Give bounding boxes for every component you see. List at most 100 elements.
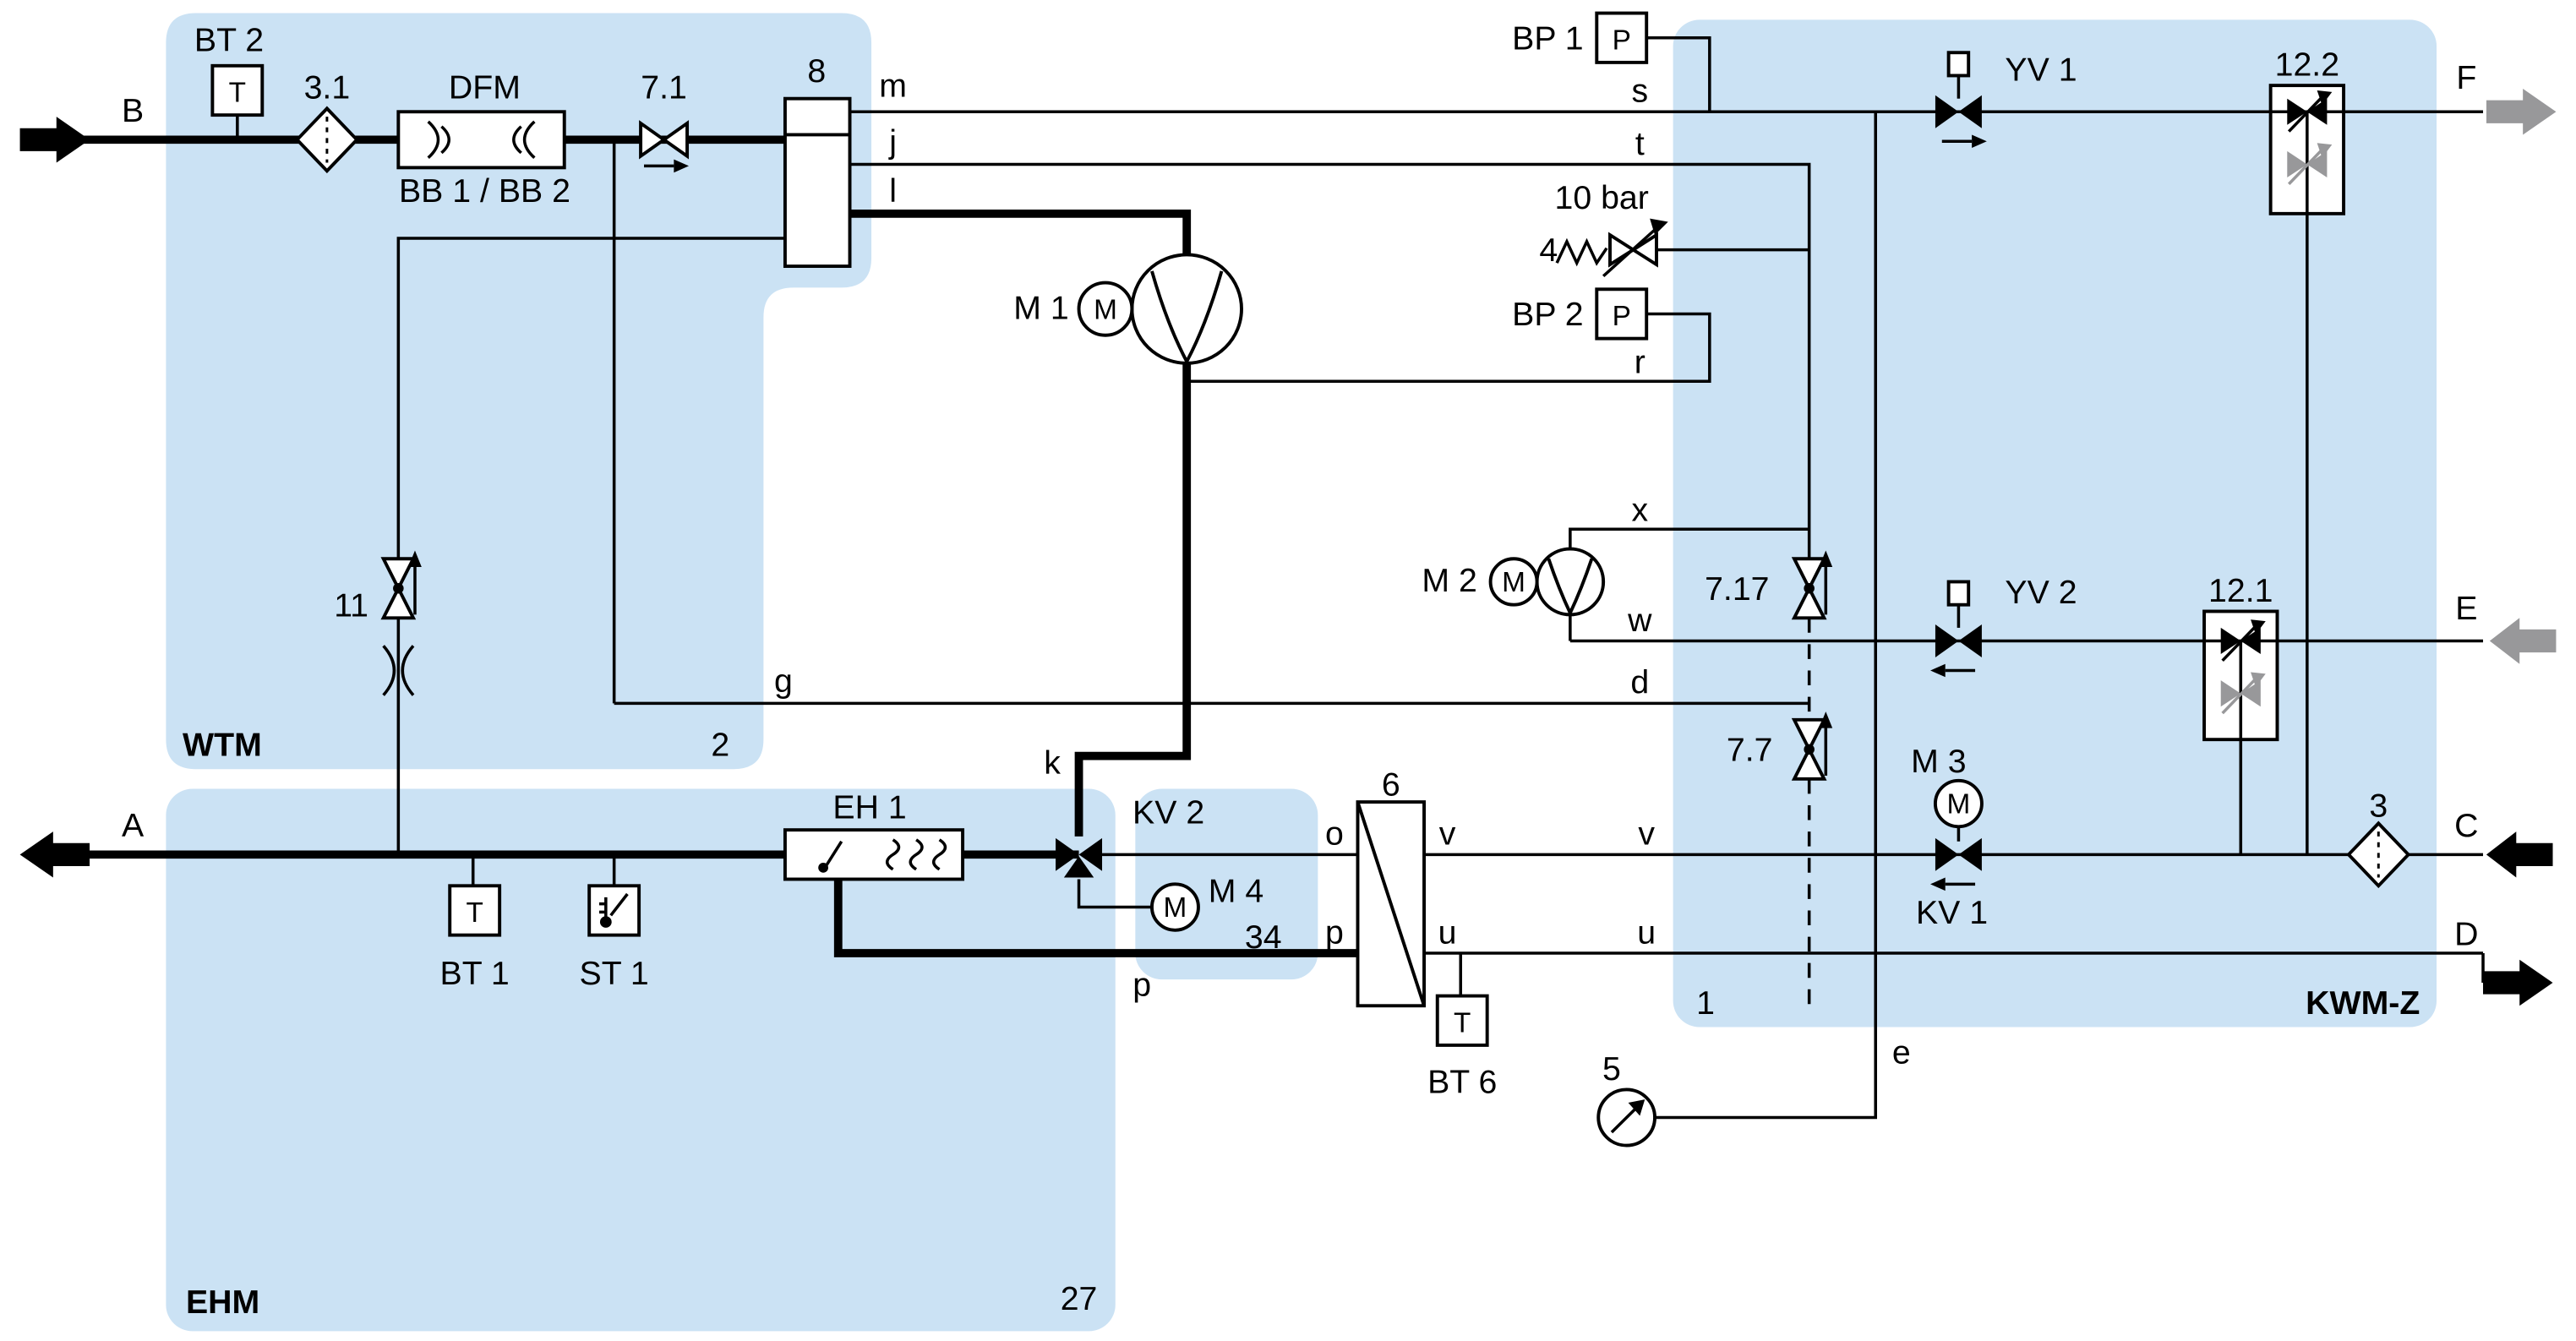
label-yv1: YV 1: [2005, 52, 2077, 88]
solenoid-valve-yv1: [1935, 51, 1987, 149]
label-gauge-5: 5: [1602, 1051, 1621, 1088]
label-valve-717: 7.17: [1705, 571, 1769, 608]
regulating-valve-7-17: [1791, 550, 1833, 620]
label-line-r: r: [1635, 345, 1645, 381]
label-line-d: d: [1630, 665, 1649, 701]
label-m2: M 2: [1422, 563, 1476, 599]
label-bp2: BP 2: [1512, 297, 1583, 333]
pump-m1: M: [1077, 253, 1243, 365]
pressure-sensor-bp1: P: [1595, 11, 1649, 64]
label-eh1: EH 1: [832, 790, 906, 826]
temp-sensor-bt1: T: [448, 884, 502, 937]
bt2-letter: T: [229, 78, 246, 109]
m2-letter: M: [1502, 567, 1525, 598]
filter-3: [2346, 820, 2411, 889]
label-line-x: x: [1632, 493, 1649, 529]
label-bt1: BT 1: [440, 956, 510, 992]
bp1-letter: P: [1613, 25, 1631, 56]
label-m4: M 4: [1209, 874, 1263, 910]
label-filter-31: 3.1: [304, 70, 351, 106]
flow-arrow-c-in: [2486, 831, 2553, 878]
label-region-ehm: EHM: [186, 1284, 259, 1321]
region-kwmz: [1673, 19, 2437, 1028]
label-line-v-2: v: [1638, 816, 1655, 853]
label-kv2: KV 2: [1132, 795, 1204, 831]
label-port-d: D: [2454, 916, 2478, 952]
label-m1: M 1: [1013, 290, 1068, 326]
label-line-u: u: [1438, 915, 1457, 951]
label-vessel-8: 8: [807, 53, 826, 90]
region-wtm: [166, 13, 872, 770]
label-port-c: C: [2454, 808, 2478, 844]
label-dfm: DFM: [449, 70, 521, 106]
label-filter-3: 3: [2369, 788, 2388, 825]
temp-sensor-bt2: T: [210, 63, 265, 117]
label-line-m: m: [879, 68, 907, 105]
label-exchanger-6: 6: [1382, 766, 1400, 803]
pump-m2: M: [1488, 547, 1606, 617]
motor-valve-kv2: M: [1056, 837, 1200, 932]
label-line-p-2: p: [1132, 968, 1151, 1004]
label-port-e: E: [2455, 591, 2477, 627]
bp2-letter: P: [1613, 301, 1631, 332]
flow-arrow-f-out: [2486, 89, 2557, 135]
label-bt2: BT 2: [194, 22, 264, 58]
label-yv2: YV 2: [2005, 575, 2077, 611]
label-line-u-2: u: [1637, 915, 1656, 951]
flow-gauge-5: [1596, 1088, 1656, 1147]
label-kv1: KV 1: [1916, 895, 1988, 931]
label-line-s: s: [1632, 74, 1649, 110]
label-bb: BB 1 / BB 2: [399, 173, 570, 210]
m3-letter: M: [1947, 789, 1971, 820]
labels: B A F E C D BT 2 3.1 DFM BB 1 / BB 2 7.1…: [122, 21, 2479, 1321]
label-line-o: o: [1325, 816, 1344, 853]
label-port-a: A: [122, 808, 144, 844]
label-assembly-122: 12.2: [2275, 47, 2339, 84]
pressure-sensor-bp2: P: [1595, 287, 1649, 341]
valve-assembly-12-2: [2268, 84, 2346, 215]
temp-sensor-bt6: T: [1435, 994, 1489, 1047]
label-region-kwmz: KWM-Z: [2306, 985, 2420, 1022]
label-bp1: BP 1: [1512, 21, 1583, 57]
label-port-b: B: [122, 93, 144, 129]
m4-letter: M: [1164, 892, 1187, 924]
label-line-p: p: [1325, 915, 1344, 951]
solenoid-valve-yv2: [1930, 580, 1982, 678]
flow-arrow-e-in: [2489, 618, 2557, 664]
label-num-27: 27: [1061, 1281, 1098, 1317]
m1-letter: M: [1094, 294, 1117, 325]
label-valve-11: 11: [334, 587, 368, 624]
bt1-letter: T: [466, 897, 483, 929]
heater-eh1: [783, 828, 965, 881]
label-region-wtm: WTM: [183, 728, 262, 764]
separator-vessel-8: [783, 96, 852, 269]
pipes-thin: [236, 35, 2485, 1120]
label-bt6: BT 6: [1427, 1064, 1497, 1100]
label-assembly-121: 12.1: [2208, 573, 2273, 609]
valve-assembly-12-1: [2202, 609, 2279, 742]
label-line-v: v: [1439, 816, 1456, 853]
label-num-2: 2: [711, 728, 729, 764]
label-st1: ST 1: [580, 956, 649, 992]
label-line-l: l: [889, 173, 897, 210]
label-num-1: 1: [1696, 985, 1715, 1022]
heat-exchanger-6: [1356, 800, 1427, 1008]
label-m3: M 3: [1911, 744, 1966, 780]
label-10bar: 10 bar: [1555, 180, 1649, 216]
label-relief-4: 4: [1539, 232, 1558, 269]
label-line-k: k: [1044, 745, 1061, 782]
label-valve-77: 7.7: [1727, 733, 1773, 769]
regulating-valve-11: [380, 550, 422, 620]
label-line-j: j: [888, 124, 897, 161]
motor-valve-kv1: M: [1930, 778, 1984, 891]
flow-arrow-a-out: [19, 831, 90, 878]
region-kv2: [1135, 788, 1318, 980]
flow-arrow-d-out: [2483, 959, 2553, 1006]
regulating-valve-7-7: [1791, 711, 1833, 781]
label-num-34: 34: [1245, 919, 1282, 956]
label-valve-71: 7.1: [641, 70, 687, 106]
label-port-f: F: [2456, 60, 2476, 96]
label-line-t: t: [1635, 126, 1645, 162]
